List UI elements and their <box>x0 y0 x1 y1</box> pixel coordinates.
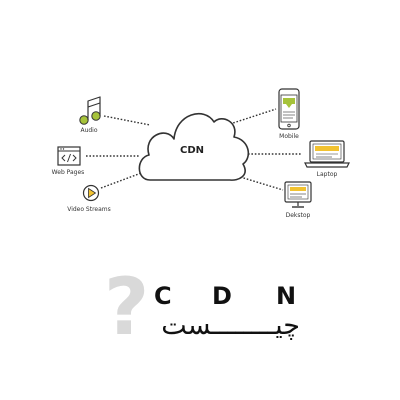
code-window-icon <box>57 146 81 166</box>
connector-audio <box>103 115 151 126</box>
node-label-video-streams: Video Streams <box>67 206 111 213</box>
cloud-label: CDN <box>180 145 204 156</box>
connectors <box>86 108 302 191</box>
node-label-mobile: Mobile <box>279 133 299 140</box>
play-button-icon <box>82 184 100 202</box>
cdn-title: C D N <box>150 282 300 310</box>
node-label-desktop: Dekstop <box>286 212 311 219</box>
connector-video-streams <box>100 171 145 189</box>
node-label-audio: Audio <box>80 127 97 134</box>
cdn-title-letter-d: D <box>212 282 232 310</box>
node-label-laptop: Laptop <box>317 171 338 178</box>
music-note-icon <box>79 96 101 125</box>
cloud-shape <box>138 112 250 181</box>
cdn-title-letter-c: C <box>154 282 172 310</box>
cdn-title-letter-n: N <box>276 282 297 310</box>
connector-desktop <box>236 175 284 191</box>
mobile-phone-icon <box>278 88 300 130</box>
desktop-monitor-icon <box>284 181 312 208</box>
laptop-icon <box>304 140 350 168</box>
persian-subtitle: چیــــــــست <box>161 310 300 341</box>
question-mark-decoration: ? <box>104 263 150 353</box>
connector-mobile <box>229 108 277 125</box>
node-label-web-pages: Web Pages <box>52 169 85 176</box>
